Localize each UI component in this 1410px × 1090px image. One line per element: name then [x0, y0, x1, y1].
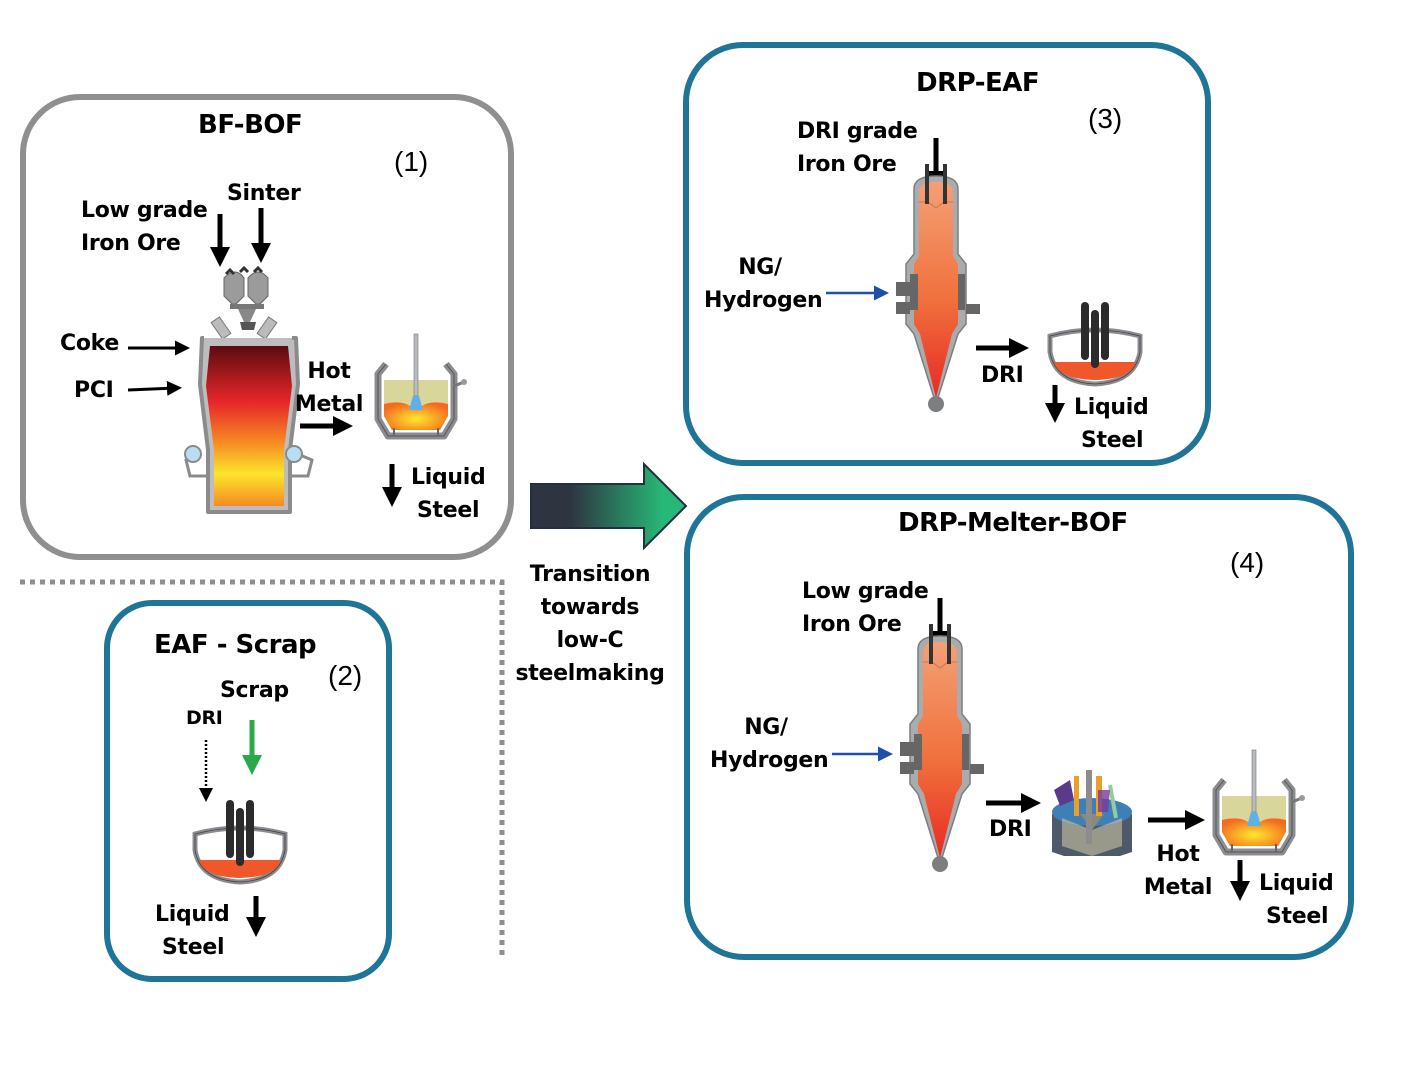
- bf-bof-number: (1): [394, 146, 429, 177]
- melter-gas-label-line1: NG/: [744, 715, 788, 740]
- melter-hot-metal-label-line1: Hot: [1156, 842, 1200, 867]
- drp-melter-bof-number: (4): [1230, 547, 1265, 578]
- eaf-scrap-input-label: Scrap: [220, 678, 289, 703]
- drp-eaf-gas-label-line1: NG/: [738, 255, 782, 280]
- melter-liquid-steel-label-line2: Steel: [1266, 904, 1329, 929]
- separator-dotted-line: [20, 579, 505, 960]
- eaf-liquid-steel-label-line1: Liquid: [155, 902, 230, 927]
- transition-arrow-icon: [530, 461, 688, 551]
- drp-eaf-liquid-steel-label-line1: Liquid: [1074, 395, 1149, 420]
- eaf-scrap-number: (2): [328, 660, 363, 691]
- transition-label-line2: towards: [540, 595, 640, 620]
- bof-converter-icon: [378, 334, 467, 436]
- transition-label-line3: low-C: [556, 628, 624, 653]
- bf-pci-label: PCI: [74, 378, 114, 403]
- drp-eaf-ore-label-line2: Iron Ore: [797, 152, 897, 177]
- bf-hot-metal-label-line1: Hot: [307, 359, 351, 384]
- melter-liquid-steel-label-line1: Liquid: [1259, 871, 1334, 896]
- melter-icon: [1052, 770, 1132, 856]
- drp-eaf-number: (3): [1088, 103, 1123, 134]
- bf-ore-label-line2: Iron Ore: [81, 231, 181, 256]
- bf-coke-label: Coke: [60, 331, 120, 356]
- drp-eaf-dri-label: DRI: [981, 363, 1024, 388]
- bf-sinter-label: Sinter: [227, 181, 301, 206]
- melter-gas-label-line2: Hydrogen: [710, 748, 829, 773]
- shaft-furnace-icon: [899, 623, 985, 873]
- transition-label-line4: steelmaking: [515, 661, 665, 686]
- drp-eaf-title: DRP-EAF: [916, 68, 1040, 98]
- bf-liquid-steel-label-line2: Steel: [417, 498, 480, 523]
- dri-arrow-head-icon: [199, 788, 213, 802]
- drp-melter-bof-title: DRP-Melter-BOF: [898, 508, 1128, 538]
- bf-bof-title: BF-BOF: [198, 110, 303, 140]
- blast-furnace-icon: [184, 265, 314, 514]
- bof-converter-icon: [1216, 750, 1305, 852]
- transition-label-line1: Transition: [529, 562, 651, 587]
- bf-ore-label-line1: Low grade: [81, 198, 208, 223]
- eaf-dri-input-label: DRI: [186, 707, 223, 729]
- bf-liquid-steel-label-line1: Liquid: [411, 465, 486, 490]
- bf-hot-metal-label-line2: Metal: [294, 392, 364, 417]
- eaf-furnace-icon: [195, 800, 285, 882]
- melter-dri-label: DRI: [989, 817, 1032, 842]
- drp-eaf-gas-label-line2: Hydrogen: [704, 288, 823, 313]
- drp-eaf-liquid-steel-label-line2: Steel: [1081, 428, 1144, 453]
- shaft-furnace-icon: [895, 163, 981, 413]
- drp-eaf-ore-label-line1: DRI grade: [797, 119, 918, 144]
- eaf-liquid-steel-label-line2: Steel: [162, 935, 225, 960]
- eaf-scrap-title: EAF - Scrap: [154, 630, 317, 660]
- eaf-furnace-icon: [1050, 302, 1140, 384]
- pci-arrow-icon: [127, 380, 182, 396]
- melter-ore-label-line2: Iron Ore: [802, 612, 902, 637]
- melter-ore-label-line1: Low grade: [802, 579, 929, 604]
- melter-hot-metal-label-line2: Metal: [1143, 875, 1213, 900]
